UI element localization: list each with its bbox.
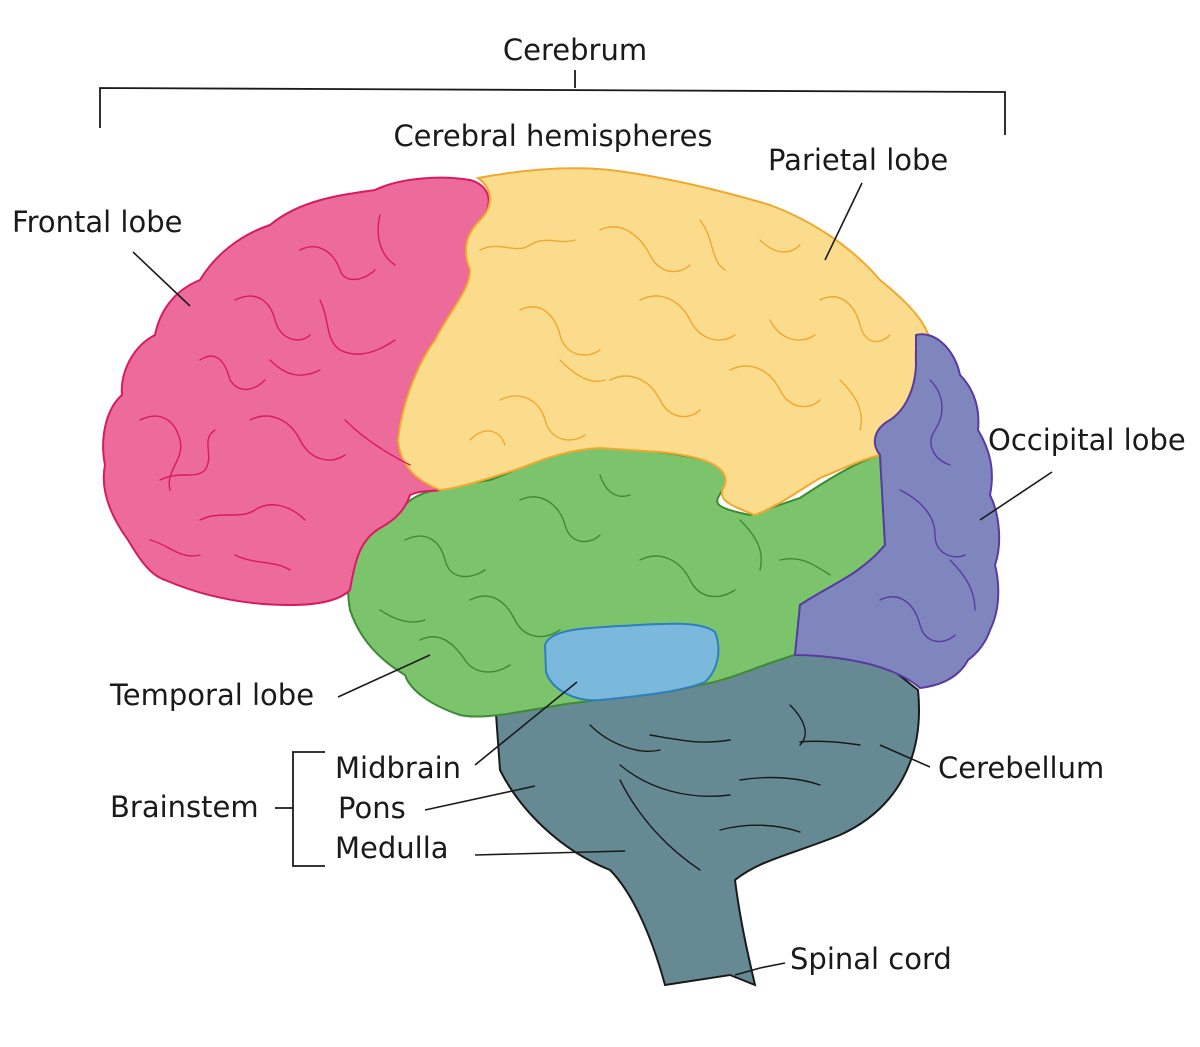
brainstem-label: Brainstem [110,790,259,824]
temporal-lobe-label: Temporal lobe [109,678,314,712]
parietal-gyri [469,219,891,446]
parietal-lobe-label: Parietal lobe [768,143,948,177]
medulla-leader [474,850,626,856]
temporal-leader [337,654,431,698]
brainstem-bracket [275,751,325,867]
cerebrum-label: Cerebrum [503,33,647,67]
cerebellum-label: Cerebellum [938,751,1104,785]
occipital-leader [979,471,1053,521]
occipital-lobe-region [793,333,1001,690]
pons-label: Pons [338,791,406,825]
occipital-lobe-label: Occipital lobe [988,423,1186,457]
cerebellum-leader [879,744,931,768]
medulla-label: Medulla [335,831,449,865]
pons-leader [424,785,536,811]
midbrain-region [543,622,720,702]
parietal-lobe-region [396,167,932,517]
parietal-leader [824,182,863,261]
cerebrum-bracket [99,70,1006,135]
spinal-cord-leader [734,962,786,976]
spinal-cord-label: Spinal cord [790,942,952,976]
frontal-leader [132,251,191,307]
cerebellum-folia [589,704,861,871]
temporal-gyri [379,474,831,673]
hemispheres-label: Cerebral hemispheres [393,119,712,153]
frontal-lobe-label: Frontal lobe [12,205,182,239]
frontal-gyri [139,214,411,571]
midbrain-label: Midbrain [335,751,461,785]
midbrain-leader [474,681,578,766]
occipital-gyri [879,379,976,643]
